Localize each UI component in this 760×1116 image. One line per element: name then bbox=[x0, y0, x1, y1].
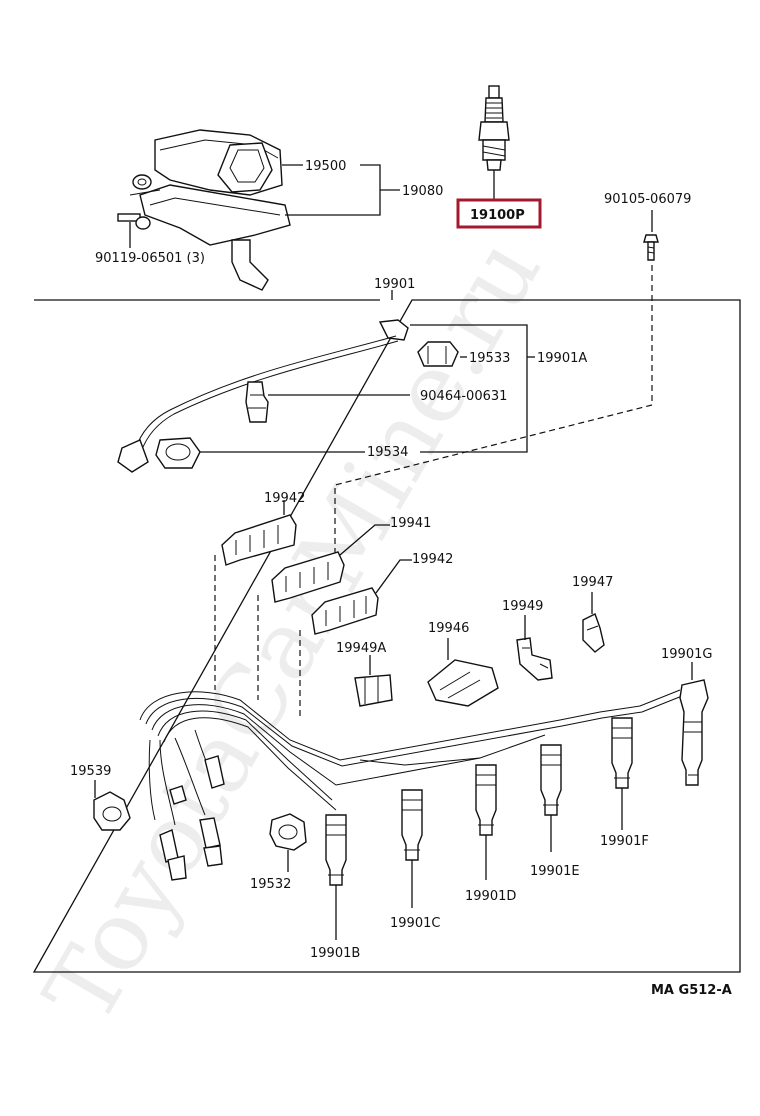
label-19949A: 19949A bbox=[336, 641, 386, 656]
sensor-19539-icon bbox=[93, 791, 131, 831]
separator-19942-top-icon bbox=[221, 514, 297, 566]
label-19539: 19539 bbox=[70, 764, 111, 779]
label-19532: 19532 bbox=[250, 877, 291, 892]
boot-left-cluster-icon bbox=[159, 755, 225, 881]
label-19901C: 19901C bbox=[390, 916, 440, 931]
label-19901B: 19901B bbox=[310, 946, 360, 961]
label-90105: 90105-06079 bbox=[604, 192, 691, 207]
bolt-90119-icon bbox=[117, 213, 151, 230]
label-19901: 19901 bbox=[374, 277, 415, 292]
highlight-box-19100P bbox=[456, 198, 542, 229]
label-19500: 19500 bbox=[305, 159, 346, 174]
ignition-coil-illustration bbox=[129, 129, 291, 291]
label-90119: 90119-06501 (3) bbox=[95, 251, 205, 266]
label-19901A: 19901A bbox=[537, 351, 587, 366]
plug-boot-19901D-icon bbox=[475, 764, 497, 836]
plug-boot-19901F-icon bbox=[611, 717, 633, 789]
plug-boot-19901G-icon bbox=[679, 679, 709, 786]
label-19901G: 19901G bbox=[661, 647, 712, 662]
label-19947: 19947 bbox=[572, 575, 613, 590]
label-19949: 19949 bbox=[502, 599, 543, 614]
label-19100P: 19100P bbox=[470, 208, 525, 223]
label-19534: 19534 bbox=[367, 445, 408, 460]
label-19941: 19941 bbox=[390, 516, 431, 531]
cap-19533-icon bbox=[417, 341, 459, 367]
part-19532-icon bbox=[269, 813, 307, 851]
plug-boot-19901C-icon bbox=[401, 789, 423, 861]
coil-wire-illustration bbox=[117, 319, 409, 473]
plug-boot-19901B-icon bbox=[325, 814, 347, 886]
plug-boot-19901E-icon bbox=[540, 744, 562, 816]
clamp-19949-icon bbox=[516, 637, 553, 681]
label-19946: 19946 bbox=[428, 621, 469, 636]
separator-19941-icon bbox=[271, 551, 345, 603]
separator-19942-lower-icon bbox=[311, 587, 379, 635]
label-19080: 19080 bbox=[402, 184, 443, 199]
watermark-text: ToyotaCarMine.ru bbox=[23, 219, 562, 1041]
label-19901D: 19901D bbox=[465, 889, 516, 904]
label-19942-top: 19942 bbox=[264, 491, 305, 506]
clamp-19949A-icon bbox=[354, 674, 393, 707]
clamp-90464-icon bbox=[245, 381, 269, 423]
label-19901E: 19901E bbox=[530, 864, 580, 879]
label-19533: 19533 bbox=[469, 351, 510, 366]
label-19901F: 19901F bbox=[600, 834, 649, 849]
diagram-code: MA G512-A bbox=[651, 983, 732, 998]
ignition-wire-harness bbox=[139, 689, 683, 826]
bolt-90105-icon bbox=[643, 234, 659, 261]
label-90464: 90464-00631 bbox=[420, 389, 507, 404]
spark-plug-illustration bbox=[478, 85, 510, 171]
clamp-19946-icon bbox=[427, 659, 499, 707]
label-19942-lower: 19942 bbox=[412, 552, 453, 567]
clamp-19947-icon bbox=[582, 613, 605, 653]
